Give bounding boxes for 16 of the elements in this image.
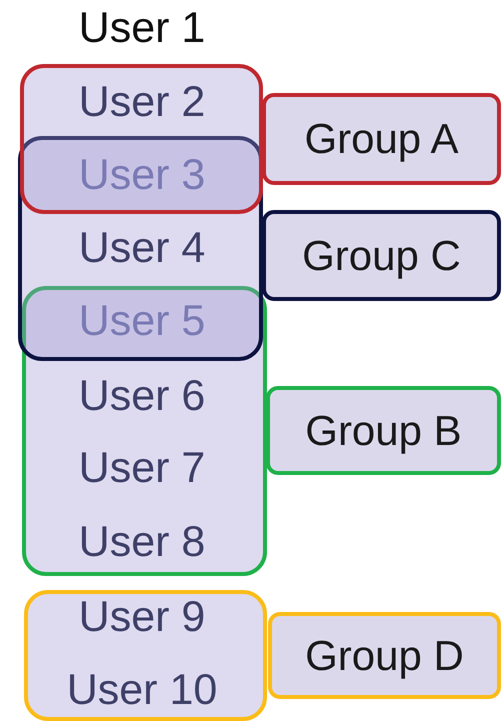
- user-label: User 3: [78, 150, 206, 200]
- user-label: User 1: [78, 3, 206, 53]
- user-label: User 10: [66, 665, 218, 715]
- user-label: User 4: [78, 223, 206, 273]
- user-label: User 6: [78, 371, 206, 421]
- group-label-box: Group C: [262, 210, 501, 301]
- user-label: User 9: [78, 592, 206, 642]
- group-region: [20, 64, 263, 214]
- user-label: User 8: [78, 517, 206, 567]
- user-label: User 2: [78, 77, 206, 127]
- group-label-box: Group A: [262, 93, 501, 185]
- group-region: [24, 590, 267, 721]
- group-label-box: Group D: [268, 612, 501, 699]
- user-label: User 5: [78, 296, 206, 346]
- group-label-box: Group B: [266, 386, 501, 475]
- user-label: User 7: [78, 443, 206, 493]
